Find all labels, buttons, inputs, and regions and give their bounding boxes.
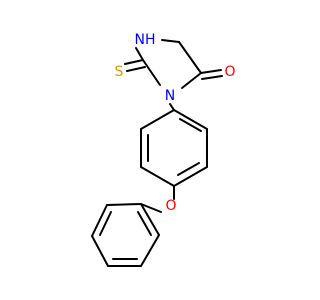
atom-label-o-carbonyl: O [224, 64, 235, 80]
atom-labels: NH N S O O [115, 32, 236, 214]
atom-label-o-ether: O [165, 198, 176, 214]
atom-nh-n: N [134, 32, 144, 48]
bond-c4-o-a [200, 69, 222, 74]
bond-ch2-c4 [178, 41, 202, 74]
bond-c2-nh [135, 47, 144, 61]
ring1-bond-4 [140, 166, 175, 187]
bond-c4-o-b [201, 75, 223, 80]
ring1-inner-2 [177, 162, 200, 176]
carbonyl-double-bond [200, 69, 223, 80]
ring1-bond-3 [173, 166, 208, 187]
ring2-bond-2 [91, 204, 108, 237]
thione-double-bond [124, 59, 146, 72]
ring2-inner-3 [137, 211, 152, 236]
bond-c2-s-b [126, 66, 146, 72]
atom-label-nh: NH [134, 32, 155, 48]
bond-nh-ch2 [161, 39, 180, 43]
atom-label-n-ring: N [165, 88, 175, 104]
atom-nh-h: H [145, 32, 156, 48]
ring2-bond-5 [140, 234, 160, 267]
bond-c4-n3 [181, 72, 202, 89]
bond-c2-s-a [124, 59, 144, 65]
bond-n3-c2 [142, 59, 161, 86]
imidazolidinone-ring [135, 39, 202, 89]
atom-label-s: S [115, 64, 124, 80]
ring2-bond-6 [140, 203, 160, 236]
ring2-inner-1 [99, 211, 112, 236]
ring2-bond-1 [106, 203, 142, 206]
ether-linkage [140, 185, 175, 213]
phenyl-ring [91, 203, 160, 267]
molecule-structure-diagram: NH N S O O [91, 32, 236, 267]
bond-n3-aryl [169, 103, 175, 111]
phenylene-ring [140, 109, 208, 187]
ring1-inner-1 [179, 118, 202, 132]
ring2-bond-3 [91, 235, 109, 267]
ring1-bond-6 [140, 109, 175, 130]
bond-o-phenyl [140, 203, 162, 213]
ring1-bond-1 [173, 109, 208, 130]
